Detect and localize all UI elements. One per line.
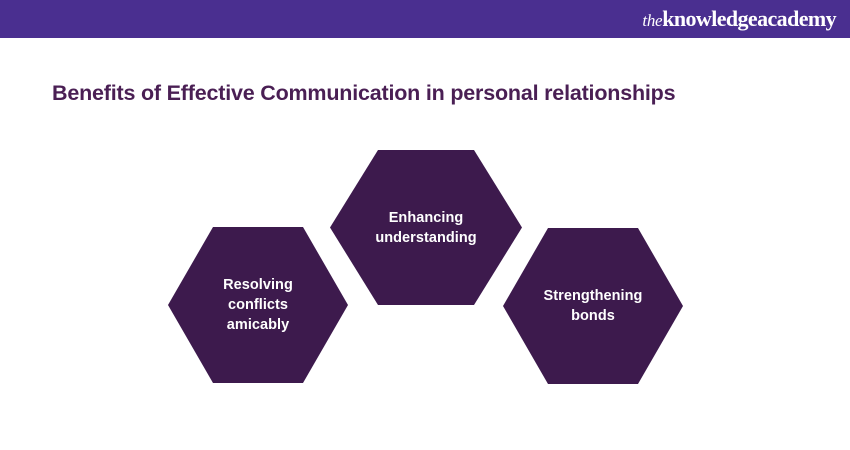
hexagon-diagram: Resolving conflicts amicably Enhancing u… xyxy=(0,120,850,450)
hexagon-label: Enhancing understanding xyxy=(375,209,477,246)
hexagon-label: Resolving conflicts amicably xyxy=(223,277,293,333)
hexagon-resolving-conflicts[interactable]: Resolving conflicts amicably xyxy=(168,227,348,383)
brand-logo-prefix: the xyxy=(642,11,663,30)
page-title: Benefits of Effective Communication in p… xyxy=(52,81,676,105)
hexagon-strengthening-bonds[interactable]: Strengthening bonds xyxy=(503,228,683,384)
brand-logo-name: knowledgeacademy xyxy=(662,6,836,31)
brand-logo[interactable]: theknowledgeacademy xyxy=(642,8,836,30)
hexagon-enhancing-understanding[interactable]: Enhancing understanding xyxy=(330,150,522,305)
hexagon-label: Strengthening bonds xyxy=(543,288,643,324)
header-bar: theknowledgeacademy xyxy=(0,0,850,38)
